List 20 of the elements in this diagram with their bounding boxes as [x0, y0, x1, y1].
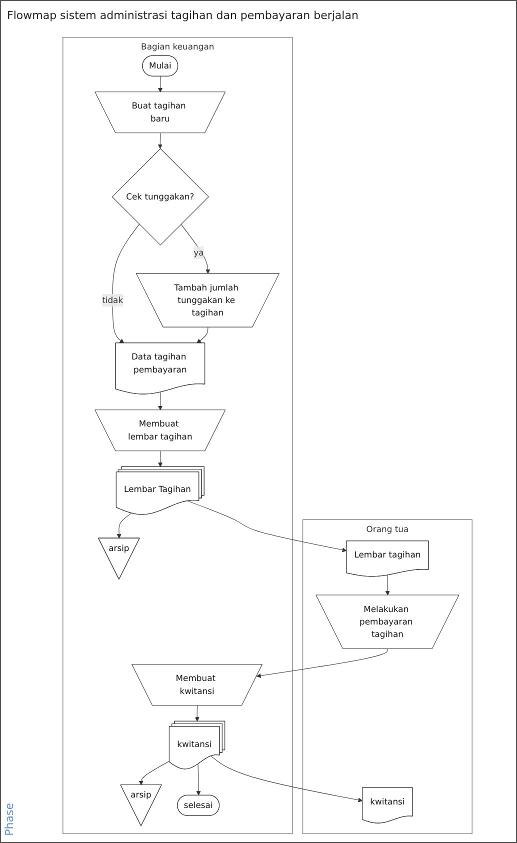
diagram-title: Flowmap sistem administrasi tagihan dan pembayaran berjalan — [7, 9, 358, 22]
arrow — [187, 500, 347, 552]
arrow — [158, 392, 163, 410]
edge-label: tidak — [102, 294, 124, 305]
arrow — [138, 760, 170, 786]
arrow — [194, 705, 200, 722]
node-diamond: Cek tunggakan? — [112, 148, 209, 246]
arrow — [158, 450, 163, 468]
arrow — [256, 648, 388, 678]
arrow — [196, 327, 208, 344]
arrow — [196, 764, 201, 796]
arrow — [158, 132, 162, 149]
arrow — [210, 756, 363, 802]
arrow — [385, 574, 390, 596]
lane-label: Phase — [3, 803, 16, 836]
arrow — [180, 224, 210, 274]
arrow — [116, 512, 132, 539]
arrow — [112, 224, 140, 344]
edge-label: ya — [194, 247, 204, 258]
arrow — [158, 76, 163, 92]
